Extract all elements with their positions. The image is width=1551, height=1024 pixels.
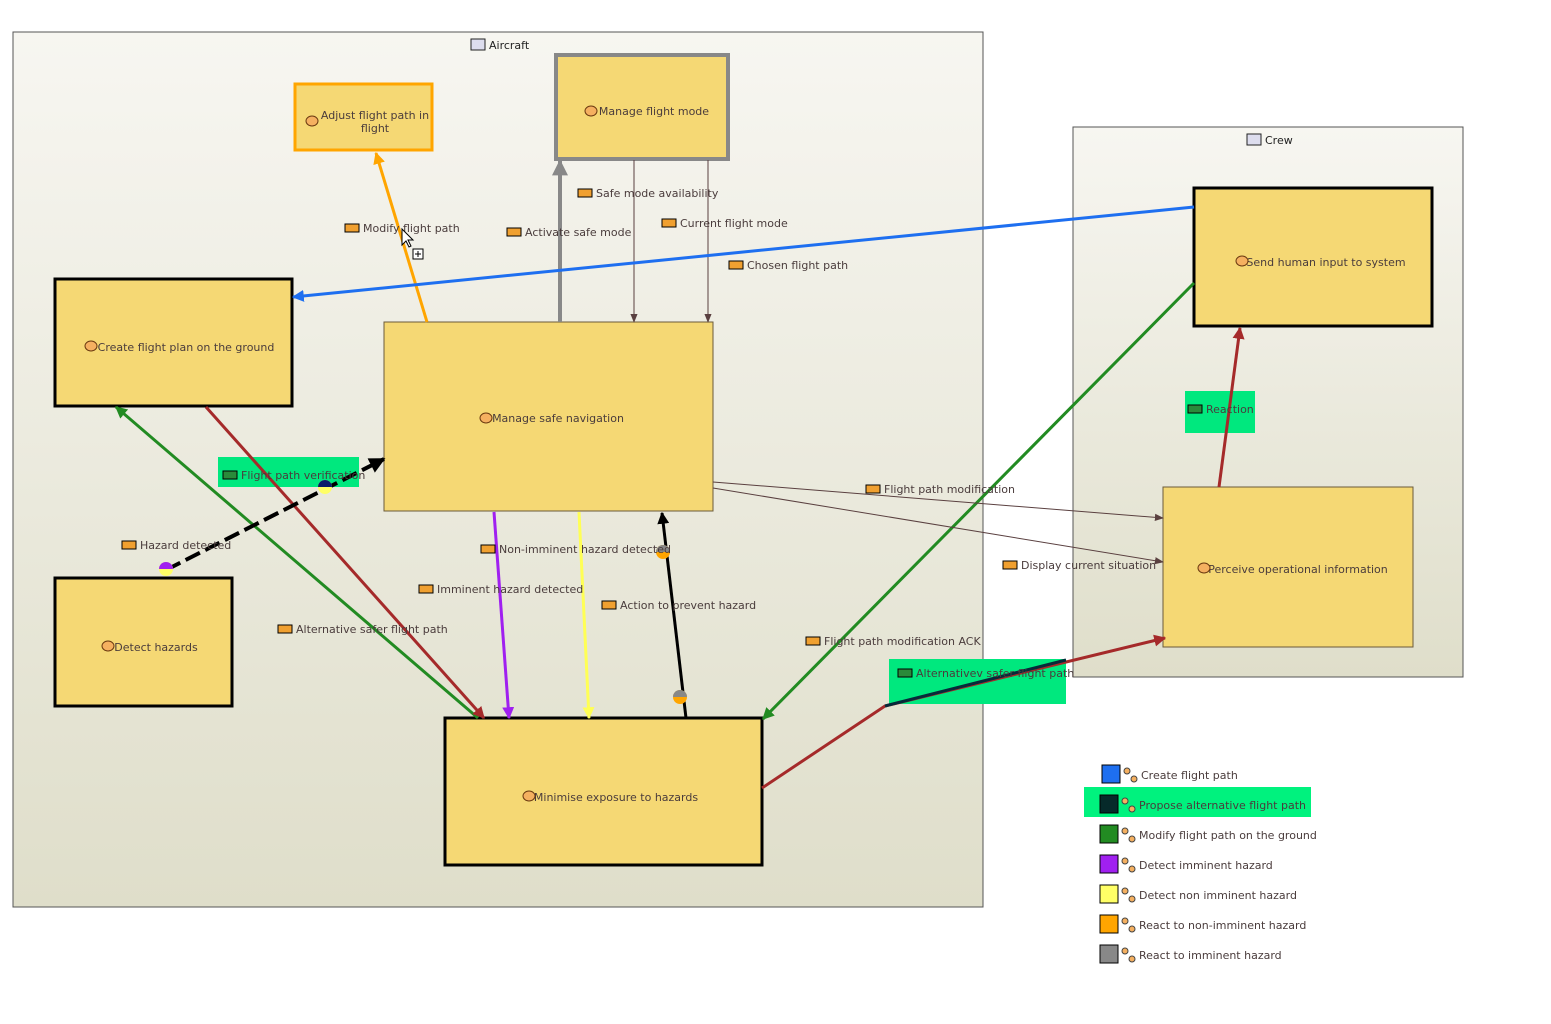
svg-text:Alternativev safer flight path: Alternativev safer flight path xyxy=(916,667,1074,680)
svg-text:Imminent hazard detected: Imminent hazard detected xyxy=(437,583,583,596)
svg-text:Create flight path: Create flight path xyxy=(1141,769,1238,782)
label-create-plan: Create flight plan on the ground xyxy=(98,341,275,354)
svg-text:Flight path verification: Flight path verification xyxy=(241,469,365,482)
legend-item[interactable]: Detect imminent hazard xyxy=(1099,854,1273,874)
svg-text:Alternative safer flight path: Alternative safer flight path xyxy=(296,623,448,636)
svg-text:Modify flight path: Modify flight path xyxy=(363,222,460,235)
edge-imminent-hazard xyxy=(492,511,515,720)
svg-text:Flight path modification: Flight path modification xyxy=(884,483,1015,496)
edge-alternative-safer xyxy=(115,405,479,720)
svg-text:Activate safe mode: Activate safe mode xyxy=(525,226,632,239)
svg-text:Chosen flight path: Chosen flight path xyxy=(747,259,848,272)
label-manage-mode: Manage flight mode xyxy=(599,105,709,118)
svg-text:Modify flight path on the grou: Modify flight path on the ground xyxy=(1139,829,1317,842)
svg-text:Flight path modification ACK: Flight path modification ACK xyxy=(824,635,981,648)
svg-text:Detect non imminent hazard: Detect non imminent hazard xyxy=(1139,889,1297,902)
edge-reaction xyxy=(1217,326,1245,488)
entity-icon xyxy=(1246,133,1262,146)
activity-manage-safe-navigation[interactable] xyxy=(383,321,714,512)
legend-item[interactable]: React to non-imminent hazard xyxy=(1099,914,1306,934)
label-minimise: Minimise exposure to hazards xyxy=(534,791,698,804)
svg-text:Hazard detected: Hazard detected xyxy=(140,539,231,552)
aircraft-title: Aircraft xyxy=(489,39,530,52)
activity-adjust-flight-path[interactable] xyxy=(293,82,434,152)
edge-markers xyxy=(159,480,687,704)
exchange-icons xyxy=(121,188,1203,678)
activity-icons xyxy=(84,105,1249,802)
activity-minimise-exposure[interactable] xyxy=(443,716,764,867)
edge-chosen-flight-path xyxy=(291,205,1195,302)
label-send-input: Send human input to system xyxy=(1246,256,1405,269)
mouse-cursor-icon xyxy=(401,227,424,260)
label-adjust-1: Adjust flight path in xyxy=(321,109,429,122)
activity-manage-flight-mode[interactable] xyxy=(554,53,730,161)
svg-text:Action to prevent hazard: Action to prevent hazard xyxy=(620,599,756,612)
entity-icon xyxy=(470,38,486,51)
legend-item[interactable]: Detect non imminent hazard xyxy=(1099,884,1297,904)
edge-hazard-detected xyxy=(165,457,386,572)
legend-item[interactable]: React to imminent hazard xyxy=(1099,944,1282,964)
svg-text:Non-imminent hazard detected: Non-imminent hazard detected xyxy=(499,543,671,556)
svg-text:Propose alternative flight pat: Propose alternative flight path xyxy=(1139,799,1306,812)
label-perceive: Perceive operational information xyxy=(1208,563,1388,576)
edge-flight-path-verification-red xyxy=(204,406,486,719)
svg-text:Display current situation: Display current situation xyxy=(1021,559,1156,572)
svg-text:React to imminent hazard: React to imminent hazard xyxy=(1139,949,1282,962)
activity-send-human-input[interactable] xyxy=(1192,186,1434,328)
edge-non-imminent-hazard xyxy=(577,511,595,720)
legend-item[interactable]: Create flight path xyxy=(1101,764,1238,784)
edge-alternativev-highlight xyxy=(884,658,1067,708)
legend: Create flight path Propose alternative f… xyxy=(1084,764,1317,964)
edge-fp-mod-ack xyxy=(761,281,1196,721)
exchange-labels: Modify flight path Activate safe mode Sa… xyxy=(140,187,1254,680)
label-adjust-2: flight xyxy=(361,122,390,135)
svg-text:Safe mode availability: Safe mode availability xyxy=(596,187,719,200)
label-detect: Detect hazards xyxy=(114,641,198,654)
legend-item[interactable]: Propose alternative flight path xyxy=(1099,794,1306,814)
svg-text:Current flight mode: Current flight mode xyxy=(680,217,788,230)
svg-text:Reaction: Reaction xyxy=(1206,403,1254,416)
activity-detect-hazards[interactable] xyxy=(53,576,234,708)
crew-title: Crew xyxy=(1265,134,1293,147)
svg-text:Detect imminent hazard: Detect imminent hazard xyxy=(1139,859,1273,872)
edge-display-situation xyxy=(712,487,1164,565)
legend-item[interactable]: Modify flight path on the ground xyxy=(1099,824,1317,844)
activity-labels: Adjust flight path in flight Manage flig… xyxy=(98,105,1406,804)
exchange-edges[interactable] xyxy=(115,151,1245,790)
edge-flight-path-modification xyxy=(712,481,1164,521)
label-safe-nav: Manage safe navigation xyxy=(492,412,624,425)
svg-text:React to non-imminent hazard: React to non-imminent hazard xyxy=(1139,919,1306,932)
